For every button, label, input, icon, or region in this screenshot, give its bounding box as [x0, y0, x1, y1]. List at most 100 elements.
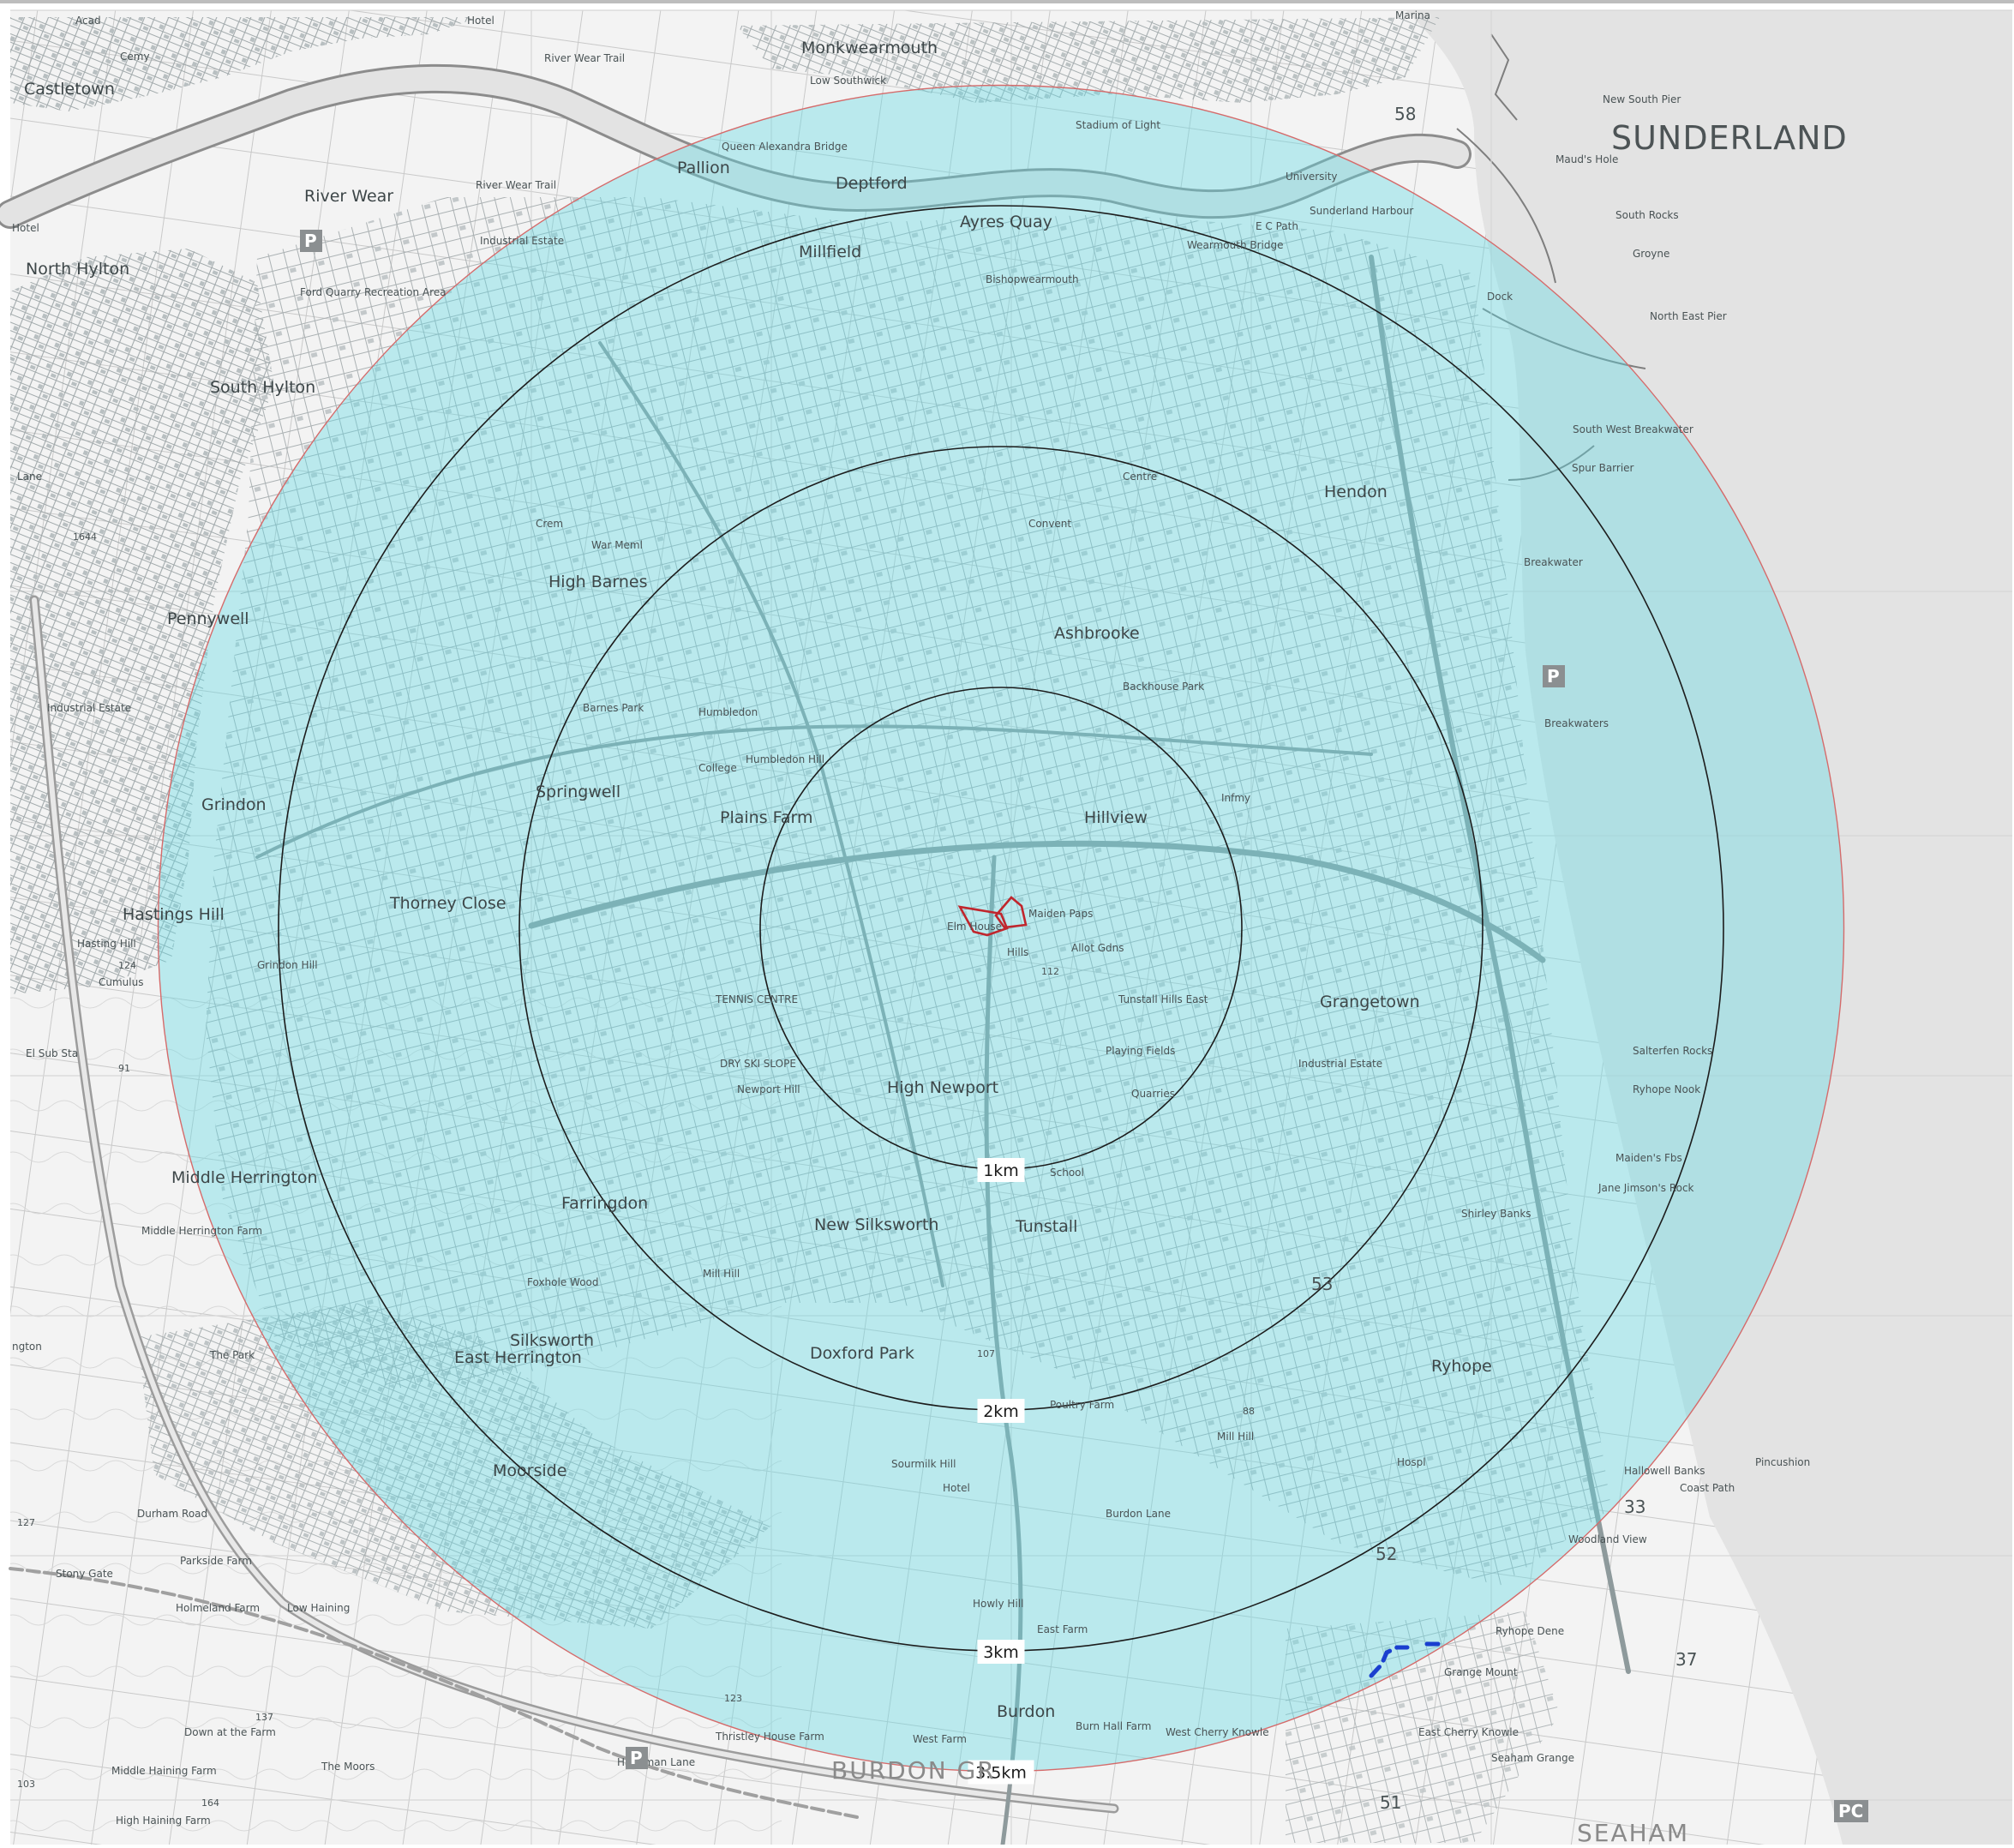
place-label-ayres-quay: Ayres Quay [960, 213, 1052, 231]
west-urban [10, 249, 274, 994]
place-label-stony-gate: Stony Gate [56, 1568, 113, 1580]
place-label-silksworth: Silksworth [510, 1331, 594, 1350]
ring-label-box [968, 1760, 1034, 1785]
place-label-mill-hill: Mill Hill [703, 1268, 740, 1280]
spot-height-137: 137 [255, 1712, 273, 1723]
place-label-east-farm: East Farm [1037, 1623, 1088, 1635]
place-label-humbledon: Humbledon [698, 706, 758, 718]
place-label-south-rocks: South Rocks [1615, 209, 1679, 221]
ring-label-box [977, 1158, 1025, 1182]
place-label-sourmilk-hill: Sourmilk Hill [891, 1458, 956, 1470]
place-label-south-hylton: South Hylton [210, 378, 315, 397]
place-label-ashbrooke: Ashbrooke [1054, 624, 1140, 643]
harbour-structures [1456, 33, 1646, 481]
place-label-middle-herrington-farm: Middle Herrington Farm [141, 1225, 262, 1237]
breakwater-line [1508, 445, 1595, 481]
place-label-the-park: The Park [209, 1349, 255, 1361]
place-label-war-meml: War Meml [591, 539, 643, 551]
parking-symbol: P [300, 230, 322, 252]
monkwearmouth-urban [737, 17, 1440, 103]
river-wear [0, 63, 1472, 229]
ring-label-text: 3km [983, 1643, 1019, 1662]
place-label-farringdon: Farringdon [561, 1194, 648, 1213]
place-label-south-west-breakwater: South West Breakwater [1573, 423, 1693, 435]
edge-label-cemy: Cemy [120, 51, 150, 63]
place-label-river-wear-trail-2: River Wear Trail [476, 179, 556, 191]
place-label-high-haining-farm: High Haining Farm [116, 1815, 211, 1827]
spot-height-1644: 1644 [73, 531, 97, 543]
spot-height-88: 88 [1243, 1406, 1255, 1417]
place-label-hasting-hill: Hasting Hill [77, 938, 136, 950]
site-outline-west[interactable] [957, 905, 1009, 937]
parking-letter: P [304, 231, 317, 251]
ring-label-1km: 1km [977, 1158, 1025, 1182]
place-label-ford-quarry: Ford Quarry Recreation Area [300, 286, 447, 298]
place-label-down-at-the-farm: Down at the Farm [184, 1726, 276, 1738]
place-label-springwell: Springwell [536, 783, 620, 801]
place-label-sunderland-harbour: Sunderland Harbour [1310, 205, 1413, 217]
place-label-grindon-hill: Grindon Hill [257, 959, 318, 971]
place-label-tunstall: Tunstall [1015, 1217, 1077, 1236]
place-label-centre: Centre [1123, 471, 1157, 483]
place-label-humbledon-hill: Humbledon Hill [746, 753, 824, 765]
chester-road [598, 341, 944, 1287]
place-label-durham-road: Durham Road [137, 1508, 207, 1520]
place-label-hills: Hills [1007, 946, 1028, 958]
place-label-university: University [1286, 171, 1338, 183]
place-label-doxford-park: Doxford Park [810, 1344, 914, 1363]
place-label-groyne: Groyne [1633, 248, 1669, 260]
place-label-middle-herrington: Middle Herrington [171, 1168, 318, 1187]
place-label-thorney-close: Thorney Close [389, 894, 506, 913]
place-label-the-moors: The Moors [321, 1761, 375, 1773]
place-label-seaham: SEAHAM [1577, 1819, 1689, 1845]
place-label-college: College [698, 762, 737, 774]
place-label-west-farm: West Farm [913, 1733, 967, 1745]
grid-number-52: 52 [1376, 1544, 1397, 1564]
place-label-breakwaters: Breakwaters [1544, 717, 1609, 729]
place-label-west-cherry-knowle: West Cherry Knowle [1166, 1726, 1269, 1738]
ring-label-text: 1km [983, 1161, 1019, 1180]
place-label-river-wear: River Wear [304, 187, 393, 206]
place-label-infmy: Infmy [1221, 792, 1250, 804]
place-label-deptford: Deptford [836, 174, 908, 193]
place-label-industrial-estate-1: Industrial Estate [480, 235, 564, 247]
place-label-hospl: Hospl [1397, 1456, 1426, 1468]
place-label-woodland-view: Woodland View [1568, 1533, 1647, 1545]
place-label-howly-hill: Howly Hill [973, 1598, 1023, 1610]
place-label-bishopwearmouth: Bishopwearmouth [986, 273, 1079, 285]
place-label-monkwearmouth: Monkwearmouth [801, 39, 938, 57]
place-label-ryhope-nook: Ryhope Nook [1633, 1083, 1700, 1095]
railway-southwest [9, 1567, 859, 1819]
parking-box [300, 230, 322, 252]
parking-symbol: P [1543, 665, 1565, 687]
north-east-pier-line [1482, 308, 1646, 369]
place-label-new-silksworth: New Silksworth [814, 1215, 938, 1234]
place-label-quarries: Quarries [1131, 1088, 1175, 1100]
town-title: SUNDERLAND [1611, 119, 1848, 157]
place-label-queen-alexandra: Queen Alexandra Bridge [722, 141, 848, 153]
place-label-moorside: Moorside [493, 1461, 566, 1480]
grid-number-58: 58 [1394, 104, 1416, 124]
site-boundary[interactable] [957, 896, 1028, 937]
place-label-holmeland-farm: Holmeland Farm [176, 1602, 260, 1614]
spot-height-124: 124 [118, 960, 136, 971]
place-label-industrial-estate-2: Industrial Estate [1298, 1058, 1382, 1070]
place-label-crem: Crem [536, 518, 563, 530]
edge-label-acad: Acad [75, 15, 101, 27]
place-label-school: School [1050, 1167, 1084, 1179]
railway-coast [1369, 255, 1631, 1674]
place-label-burdon: Burdon [997, 1702, 1055, 1721]
doxford-moorside-urban [137, 1303, 771, 1629]
site-outline-east[interactable] [994, 896, 1028, 929]
place-label-allot-gdns: Allot Gdns [1071, 942, 1124, 954]
place-label-hollinwell-banks: Hallowell Banks [1624, 1465, 1705, 1477]
sunderland-city [206, 197, 1611, 1586]
grid-number-33: 33 [1624, 1497, 1645, 1517]
parking-letter: PC [1838, 1801, 1863, 1821]
seaham-urban [1286, 1611, 1560, 1843]
